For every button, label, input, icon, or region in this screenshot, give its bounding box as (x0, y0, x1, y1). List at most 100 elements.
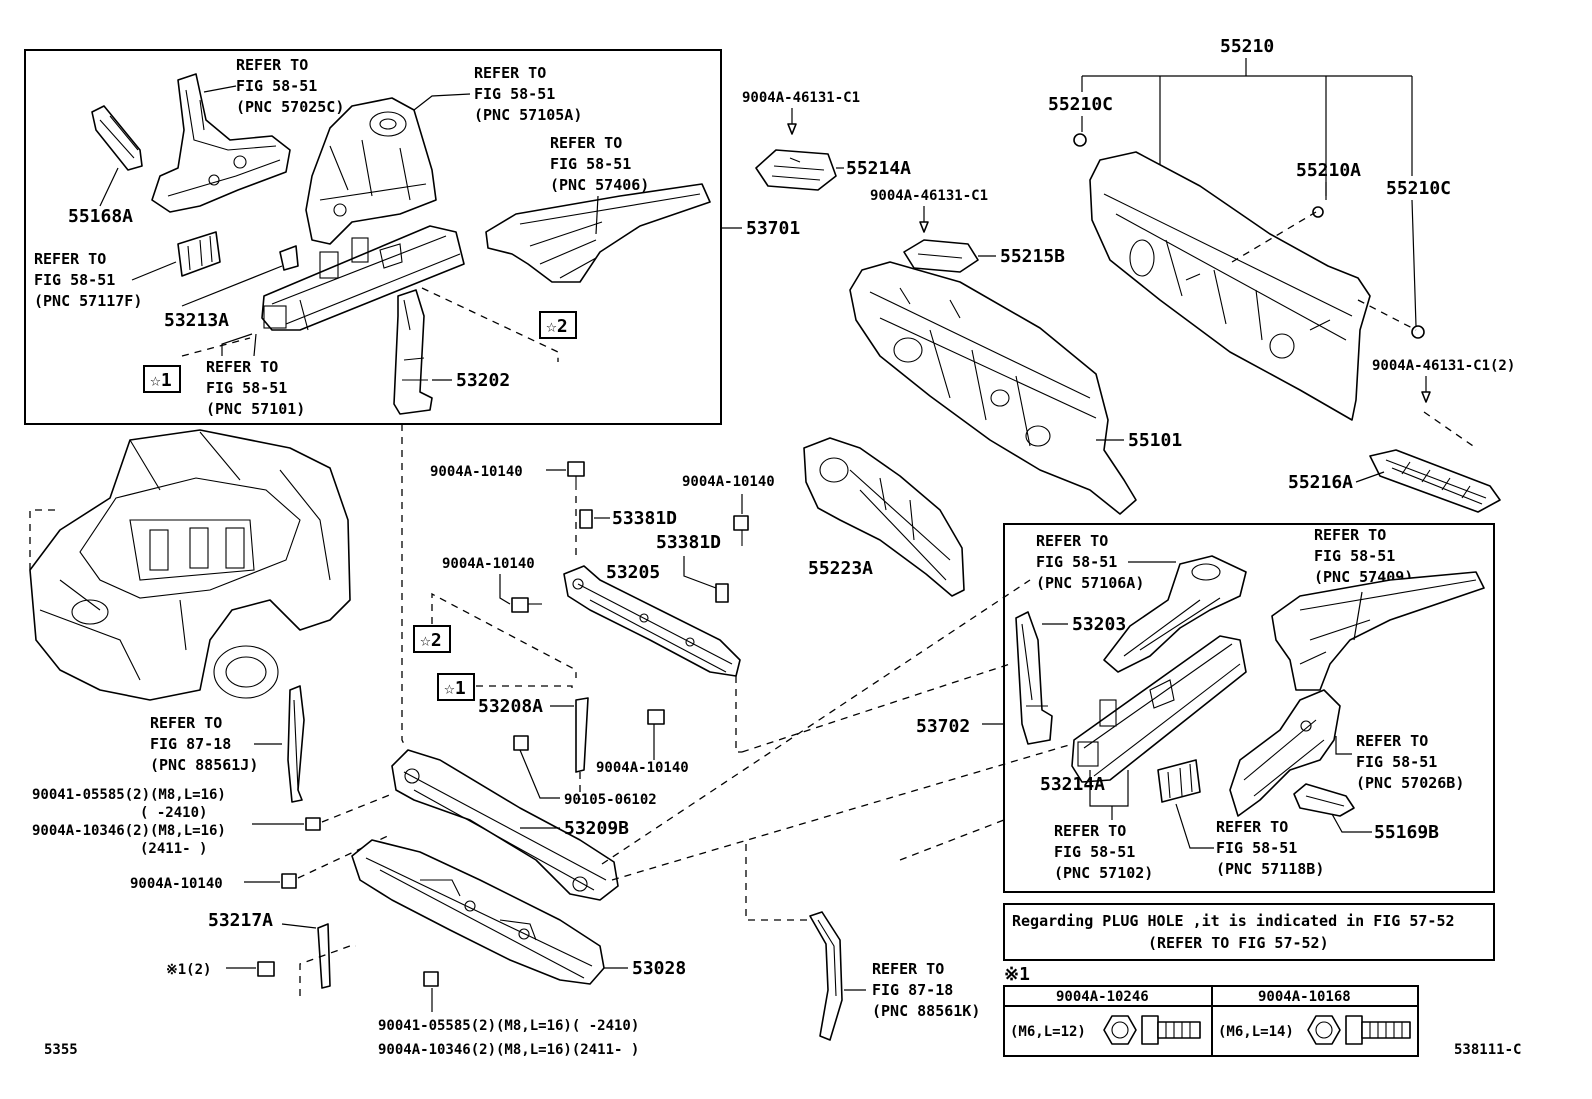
ref-57106a-line1: REFER TO (1036, 532, 1108, 550)
part-55216a (1369, 449, 1501, 513)
ref-57409-line2: FIG 58-51 (1314, 547, 1395, 565)
label-9004a-46131-c1-2: 9004A-46131-C1(2) (1372, 358, 1515, 374)
label-55168a: 55168A (68, 206, 133, 227)
figure-code: 538111-C (1454, 1042, 1521, 1058)
star2-marker-center (413, 625, 451, 653)
label-55101: 55101 (1128, 430, 1182, 451)
part-53205 (563, 565, 741, 677)
label-55216a: 55216A (1288, 472, 1353, 493)
ref-57117f-line2: FIG 58-51 (34, 271, 115, 289)
part-55101-dash-panel (849, 261, 1137, 515)
top-left-box (24, 49, 722, 425)
star2-label-center: ☆2 (420, 630, 442, 651)
part-frame-rail (261, 225, 465, 331)
label-55214a: 55214A (846, 158, 911, 179)
label-9004a-46131-c1-b: 9004A-46131-C1 (870, 188, 988, 204)
label-53202: 53202 (456, 370, 510, 391)
label-9004a-10140-a: 9004A-10140 (430, 464, 523, 480)
note-line2: (REFER TO FIG 57-52) (1148, 934, 1329, 952)
ref-57105a-line3: (PNC 57105A) (474, 106, 582, 124)
ref-57102-line2: FIG 58-51 (1054, 843, 1135, 861)
ref-57025c-line1: REFER TO (236, 56, 308, 74)
star1-marker (143, 365, 181, 393)
label-x1-2: ※1(2) (166, 962, 211, 978)
ref-88561j-line1: REFER TO (150, 714, 222, 732)
label-53217a: 53217A (208, 910, 273, 931)
star1-marker-center (437, 673, 475, 701)
label-55215b: 55215B (1000, 246, 1065, 267)
label-9004a-46131-c1-a: 9004A-46131-C1 (742, 90, 860, 106)
right-box (1003, 523, 1495, 893)
label-55210a: 55210A (1296, 160, 1361, 181)
label-55210c-b: 55210C (1386, 178, 1451, 199)
label-53028: 53028 (632, 958, 686, 979)
ref-57106a-line2: FIG 58-51 (1036, 553, 1117, 571)
label-53209b: 53209B (564, 818, 629, 839)
label-9004a-10140-d: 9004A-10140 (596, 760, 689, 776)
ref-88561k-line3: (PNC 88561K) (872, 1002, 980, 1020)
part-bracket-57118b (1157, 759, 1201, 803)
part-53202 (393, 289, 433, 415)
fastener-col1-spec: (M6,L=12) (1010, 1024, 1086, 1040)
fastener-col1-head: 9004A-10246 (1056, 989, 1149, 1005)
label-90105-06102: 90105-06102 (564, 792, 657, 808)
star1-label-center: ☆1 (444, 678, 466, 699)
part-53209b (391, 749, 619, 901)
star2-label-top: ☆2 (546, 316, 568, 337)
part-53213a (279, 245, 299, 271)
ref-88561k-line1: REFER TO (872, 960, 944, 978)
label-53701: 53701 (746, 218, 800, 239)
label-55210: 55210 (1220, 36, 1274, 57)
label-53381d-b: 53381D (656, 532, 721, 553)
label-53381d-a: 53381D (612, 508, 677, 529)
plug-hole-note (1003, 903, 1495, 961)
ref-57101-line3: (PNC 57101) (206, 400, 305, 418)
label-90041-05585-a: 90041-05585(2)(M8,L=16) (32, 787, 226, 803)
fastener-col2-head: 9004A-10168 (1258, 989, 1351, 1005)
fastener-table-mark: ※1 (1004, 964, 1030, 985)
label-9004a-10140-e: 9004A-10140 (130, 876, 223, 892)
corner-code: 5355 (44, 1042, 78, 1058)
ref-57026b-line1: REFER TO (1356, 732, 1428, 750)
label-9004a-10140-b: 9004A-10140 (682, 474, 775, 490)
part-rail-57409 (1271, 571, 1485, 691)
label-9004a-10140-c: 9004A-10140 (442, 556, 535, 572)
label-53205: 53205 (606, 562, 660, 583)
ref-57025c-line3: (PNC 57025C) (236, 98, 344, 116)
part-53203 (1015, 611, 1053, 745)
ref-88561k-line2: FIG 87-18 (872, 981, 953, 999)
fastener-col2-spec: (M6,L=14) (1218, 1024, 1294, 1040)
label-9004a-10346-a-range: (2411- ) (140, 841, 207, 857)
part-55210-insulator (1089, 151, 1371, 421)
part-53208a (575, 697, 589, 773)
part-pillar-57026b (1229, 689, 1341, 817)
star2-marker-top (539, 311, 577, 339)
star1-label: ☆1 (150, 370, 172, 391)
ref-57026b-line2: FIG 58-51 (1356, 753, 1437, 771)
ref-57118b-line1: REFER TO (1216, 818, 1288, 836)
part-55168a (91, 105, 143, 171)
ref-57409-line1: REFER TO (1314, 526, 1386, 544)
ref-57102-line3: (PNC 57102) (1054, 864, 1153, 882)
label-53203: 53203 (1072, 614, 1126, 635)
label-55210c-a: 55210C (1048, 94, 1113, 115)
ref-88561j-line3: (PNC 88561J) (150, 756, 258, 774)
ref-57118b-line2: FIG 58-51 (1216, 839, 1297, 857)
part-frame-rail-right (1071, 635, 1247, 783)
ref-57406-line2: FIG 58-51 (550, 155, 631, 173)
ref-57117f-line1: REFER TO (34, 250, 106, 268)
note-line1: Regarding PLUG HOLE ,it is indicated in … (1012, 912, 1455, 930)
ref-57105a-line2: FIG 58-51 (474, 85, 555, 103)
bolt-icon-m6-l12 (1103, 1015, 1201, 1045)
vehicle-sketch (29, 429, 351, 701)
fastener-table (1003, 985, 1419, 1057)
part-apron-57106a (1103, 555, 1247, 673)
ref-57118b-line3: (PNC 57118B) (1216, 860, 1324, 878)
label-55223a: 55223A (808, 558, 873, 579)
part-bracket-57117f (177, 231, 221, 277)
label-53208a: 53208A (478, 696, 543, 717)
ref-57101-line1: REFER TO (206, 358, 278, 376)
ref-57026b-line3: (PNC 57026B) (1356, 774, 1464, 792)
ref-57101-line2: FIG 58-51 (206, 379, 287, 397)
